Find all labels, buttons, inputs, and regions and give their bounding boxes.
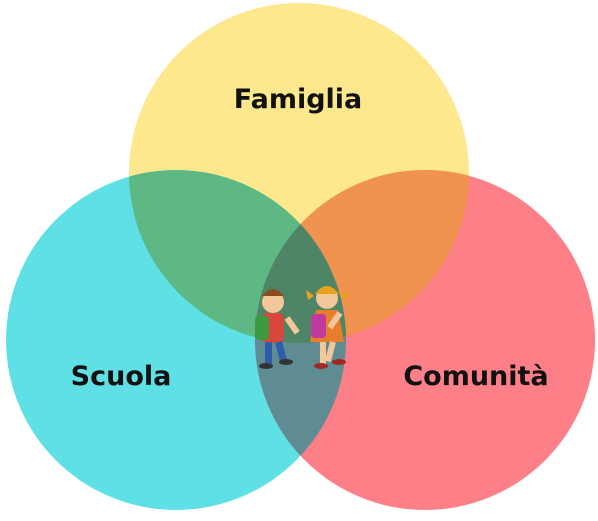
boy-figure: [255, 289, 300, 369]
famiglia-label: Famiglia: [234, 84, 363, 115]
girl-figure: [306, 286, 348, 369]
scuola-label: Scuola: [71, 361, 172, 392]
comunita-label: Comunità: [403, 361, 548, 392]
children-illustration: [255, 286, 348, 369]
